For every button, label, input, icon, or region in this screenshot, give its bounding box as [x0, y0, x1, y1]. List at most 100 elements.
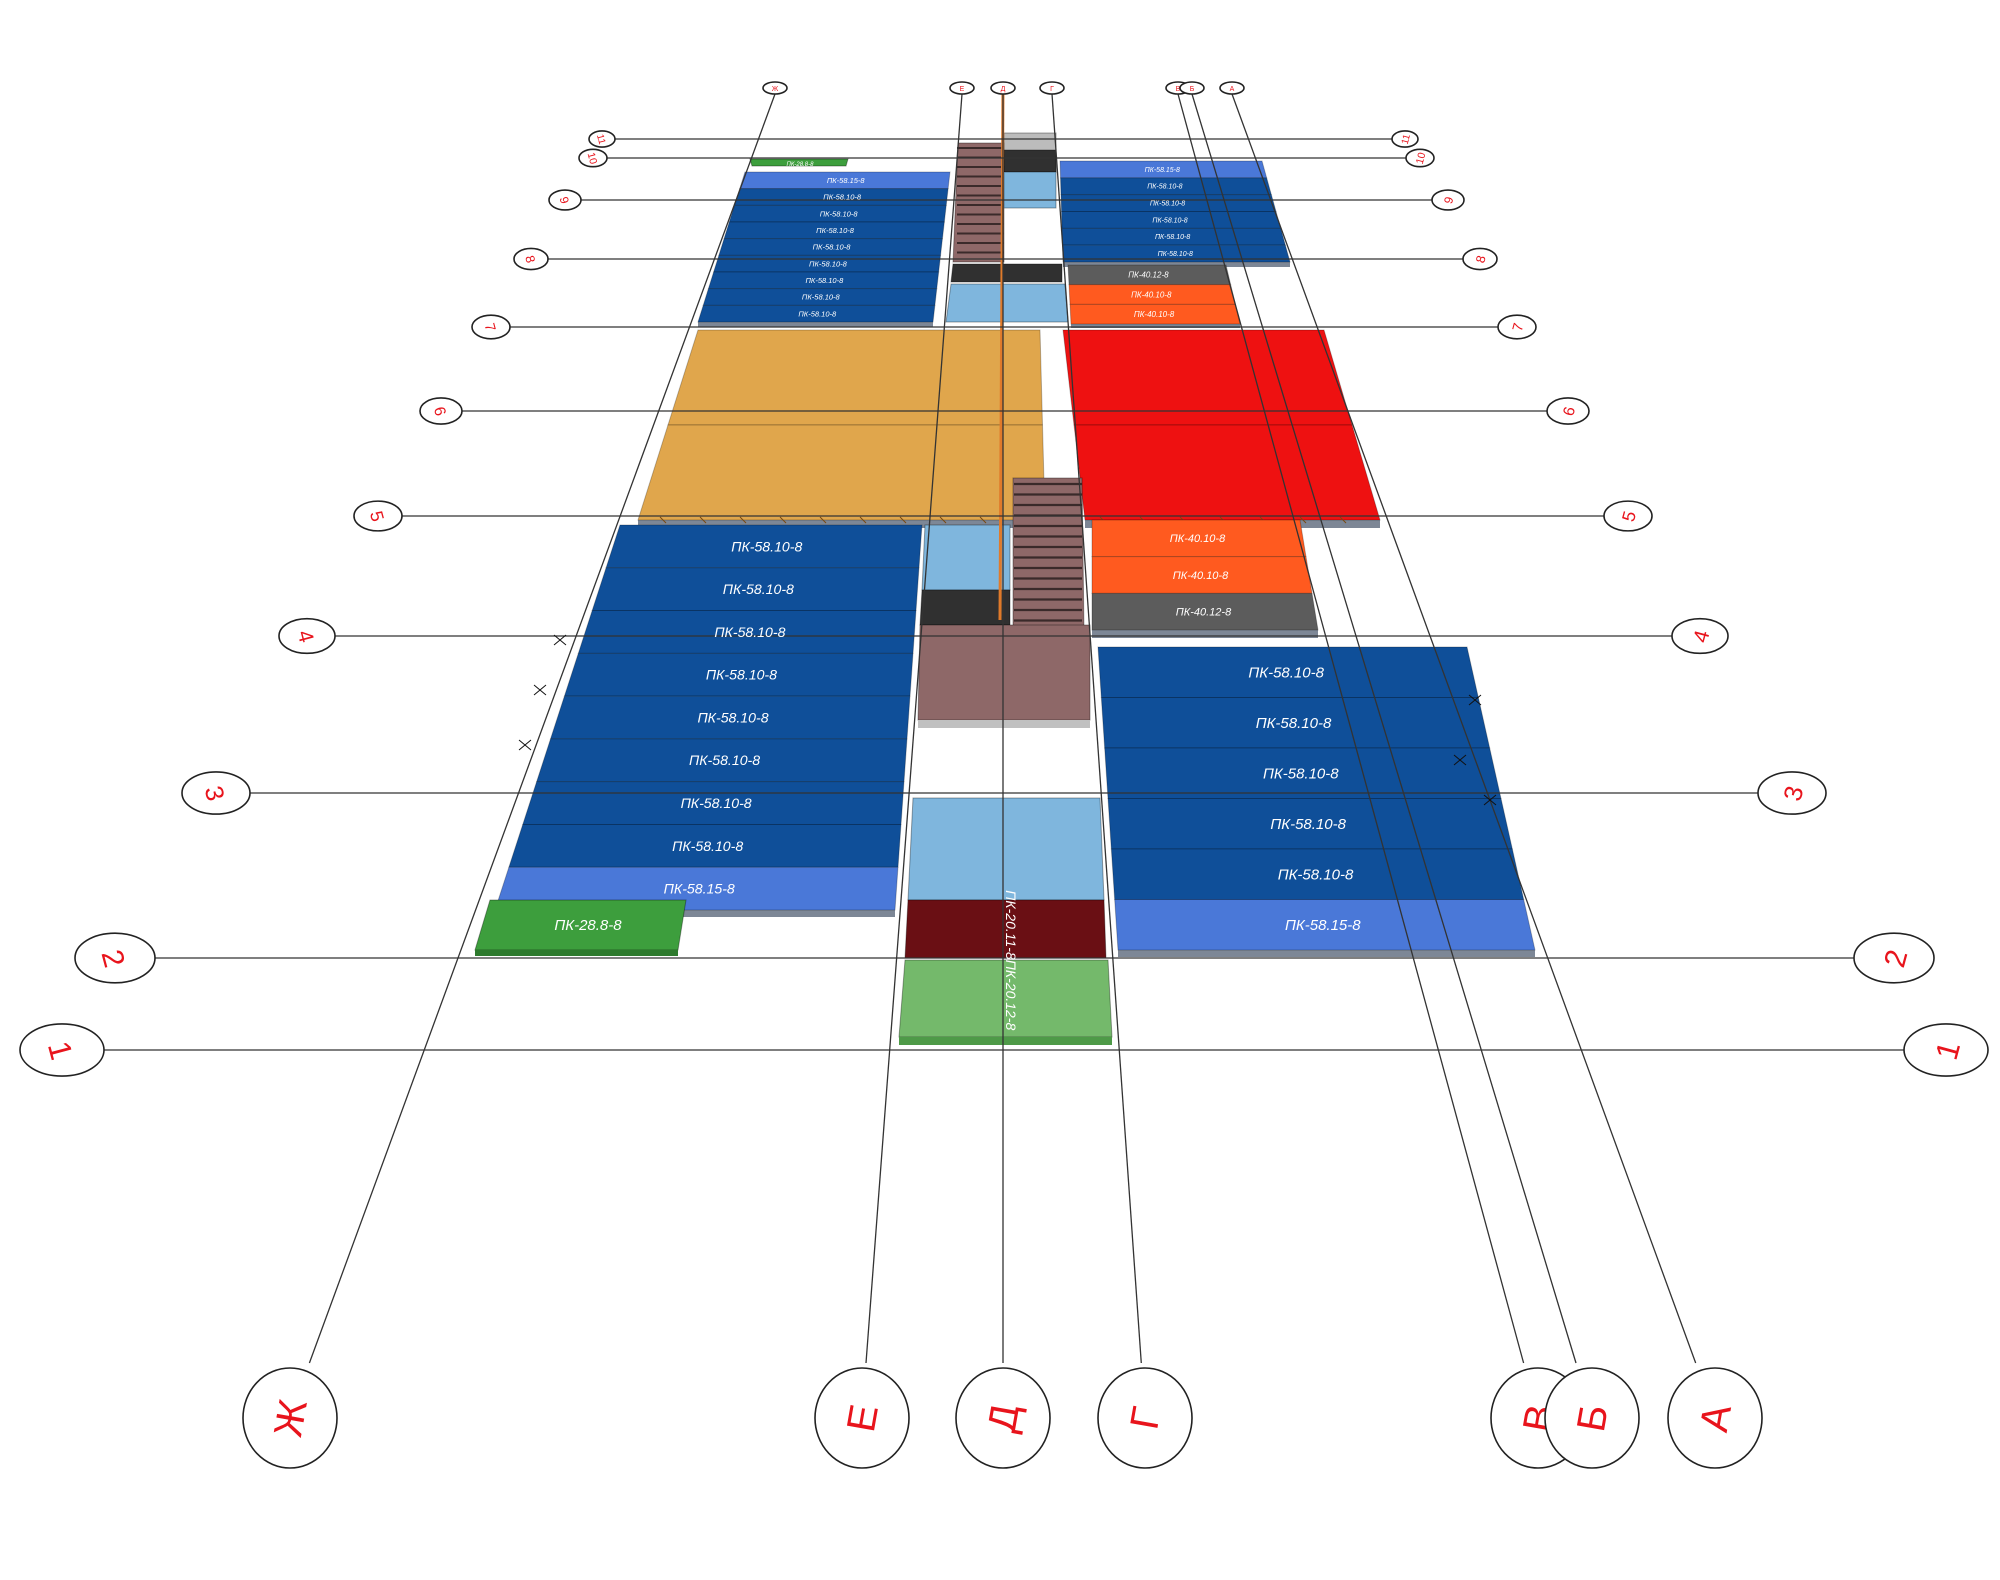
- tan-block-slab: [637, 424, 1046, 521]
- axis-bubble: [949, 81, 975, 95]
- axis-bubble: [242, 1367, 338, 1469]
- center-slab-label: ПК-20.11-8: [1003, 890, 1019, 960]
- right-lower-label: ПК-58.10-8: [1270, 816, 1346, 833]
- number-axis-label: 9: [557, 195, 572, 205]
- left-upper-label: ПК-58.10-8: [813, 243, 852, 252]
- axis-bubble: [1497, 314, 1537, 340]
- right-lower-label: ПК-58.15-8: [1285, 917, 1361, 934]
- rib-mark: [899, 516, 907, 524]
- axis-bubble: [513, 247, 549, 271]
- lower-dark-band: [919, 589, 1011, 626]
- rib-mark: [979, 516, 987, 524]
- number-axis-label: 7: [481, 322, 499, 334]
- left-lower-block-slab: [494, 866, 899, 911]
- number-axis-label: 7: [1510, 321, 1528, 333]
- letter-axis-top-label: Г: [1050, 86, 1054, 93]
- small-green-label: ПК-28.8-8: [787, 162, 815, 168]
- letter-axis-top-label: Е: [960, 86, 965, 93]
- right-upper-label: ПК-58.10-8: [1147, 184, 1182, 191]
- grid-axis-line: [865, 93, 963, 1364]
- letter-axis-label: Ж: [266, 1396, 316, 1440]
- axis-bubble: [578, 148, 608, 168]
- right-upper-label: ПК-58.10-8: [1152, 217, 1187, 224]
- number-axis-label: 10: [1414, 151, 1429, 166]
- rib-mark: [939, 516, 947, 524]
- left-upper-block-slab: [697, 304, 936, 323]
- rib-mark: [1339, 516, 1347, 524]
- axis-bubble: [1431, 189, 1465, 211]
- rib-mark: [699, 516, 707, 524]
- right-upper-small-label: ПК-40.10-8: [1131, 290, 1172, 299]
- axis-bubble: [1903, 1023, 1989, 1077]
- joint-mark: [553, 634, 567, 646]
- axis-bubble: [1219, 81, 1245, 95]
- axis-bubble: [1671, 617, 1729, 655]
- joint-mark: [1483, 794, 1497, 806]
- axis-bubble: [762, 81, 788, 95]
- number-axis-label: 3: [1779, 783, 1810, 804]
- right-lower-label: ПК-58.10-8: [1256, 715, 1332, 732]
- right-upper-label: ПК-58.10-8: [1158, 251, 1193, 258]
- axis-bubble: [353, 500, 403, 532]
- left-upper-label: ПК-58.10-8: [816, 226, 855, 235]
- joint-mark: [518, 739, 532, 751]
- left-lower-label: ПК-58.10-8: [697, 709, 768, 725]
- lower-stair: [1012, 477, 1085, 631]
- joint-mark: [1468, 694, 1482, 706]
- rib-mark: [859, 516, 867, 524]
- center-slab-label: ПК-20.12-8: [1003, 960, 1019, 1031]
- axis-bubble: [1462, 247, 1498, 271]
- grid-axis-line: [1231, 93, 1697, 1364]
- slab-layer: [474, 84, 1536, 1045]
- axis-bubble: [471, 314, 511, 340]
- rib-mark: [819, 516, 827, 524]
- left-upper-label: ПК-58.15-8: [827, 176, 866, 185]
- axis-bubble: [1757, 771, 1827, 815]
- number-axis-label: 11: [594, 133, 607, 146]
- right-upper-small-label: ПК-40.12-8: [1128, 271, 1169, 280]
- axis-bubble: [19, 1023, 105, 1077]
- right-middle-block-edge: [1092, 630, 1318, 638]
- axis-bubble: [1546, 397, 1590, 425]
- axis-bubble: [1179, 81, 1205, 95]
- axis-bubble: [1391, 130, 1419, 148]
- middle-light-blue: [945, 283, 1069, 323]
- axis-bubble: [74, 932, 156, 984]
- axis-bubble: [588, 130, 616, 148]
- left-green-edge: [475, 950, 678, 956]
- left-upper-label: ПК-58.10-8: [823, 193, 862, 202]
- rib-mark: [659, 516, 667, 524]
- right-middle-label: ПК-40.10-8: [1173, 570, 1229, 582]
- upper-light-blue: [1003, 171, 1057, 209]
- left-upper-label: ПК-58.10-8: [820, 209, 859, 218]
- center-green-edge: [899, 1037, 1112, 1045]
- letter-axis-top-label: Б: [1190, 86, 1195, 93]
- right-upper-small-label: ПК-40.10-8: [1134, 310, 1175, 319]
- left-lower-label: ПК-58.10-8: [723, 581, 794, 597]
- letter-axis-top-label: Ж: [772, 86, 779, 93]
- axis-bubble: [181, 771, 251, 815]
- right-upper-label: ПК-58.15-8: [1145, 167, 1180, 174]
- rib-mark: [1299, 516, 1307, 524]
- axis-bubble: [990, 81, 1016, 95]
- axis-bubble: [955, 1367, 1051, 1469]
- left-upper-label: ПК-58.10-8: [809, 259, 848, 268]
- number-axis-label: 3: [199, 783, 230, 804]
- right-lower-label: ПК-58.10-8: [1263, 766, 1339, 783]
- right-middle-label: ПК-40.12-8: [1176, 607, 1232, 619]
- axis-bubble: [1853, 932, 1935, 984]
- number-axis-label: 5: [1618, 509, 1640, 524]
- slab-label-layer: ПК-58.15-8ПК-58.10-8ПК-58.10-8ПК-58.10-8…: [554, 162, 1361, 1030]
- left-lower-label: ПК-58.10-8: [706, 667, 777, 683]
- grid-axis-line: [1051, 93, 1142, 1364]
- grid-axis-line: [1191, 93, 1577, 1364]
- rib-mark: [779, 516, 787, 524]
- axis-bubble: [1544, 1367, 1640, 1469]
- right-lower-block-edge: [1118, 950, 1535, 957]
- axis-bubble: [419, 397, 463, 425]
- left-green-label: ПК-28.8-8: [554, 917, 622, 934]
- right-lower-block-slab: [1114, 899, 1536, 951]
- top-landing-dark: [1003, 149, 1057, 173]
- right-middle-label: ПК-40.10-8: [1170, 533, 1226, 545]
